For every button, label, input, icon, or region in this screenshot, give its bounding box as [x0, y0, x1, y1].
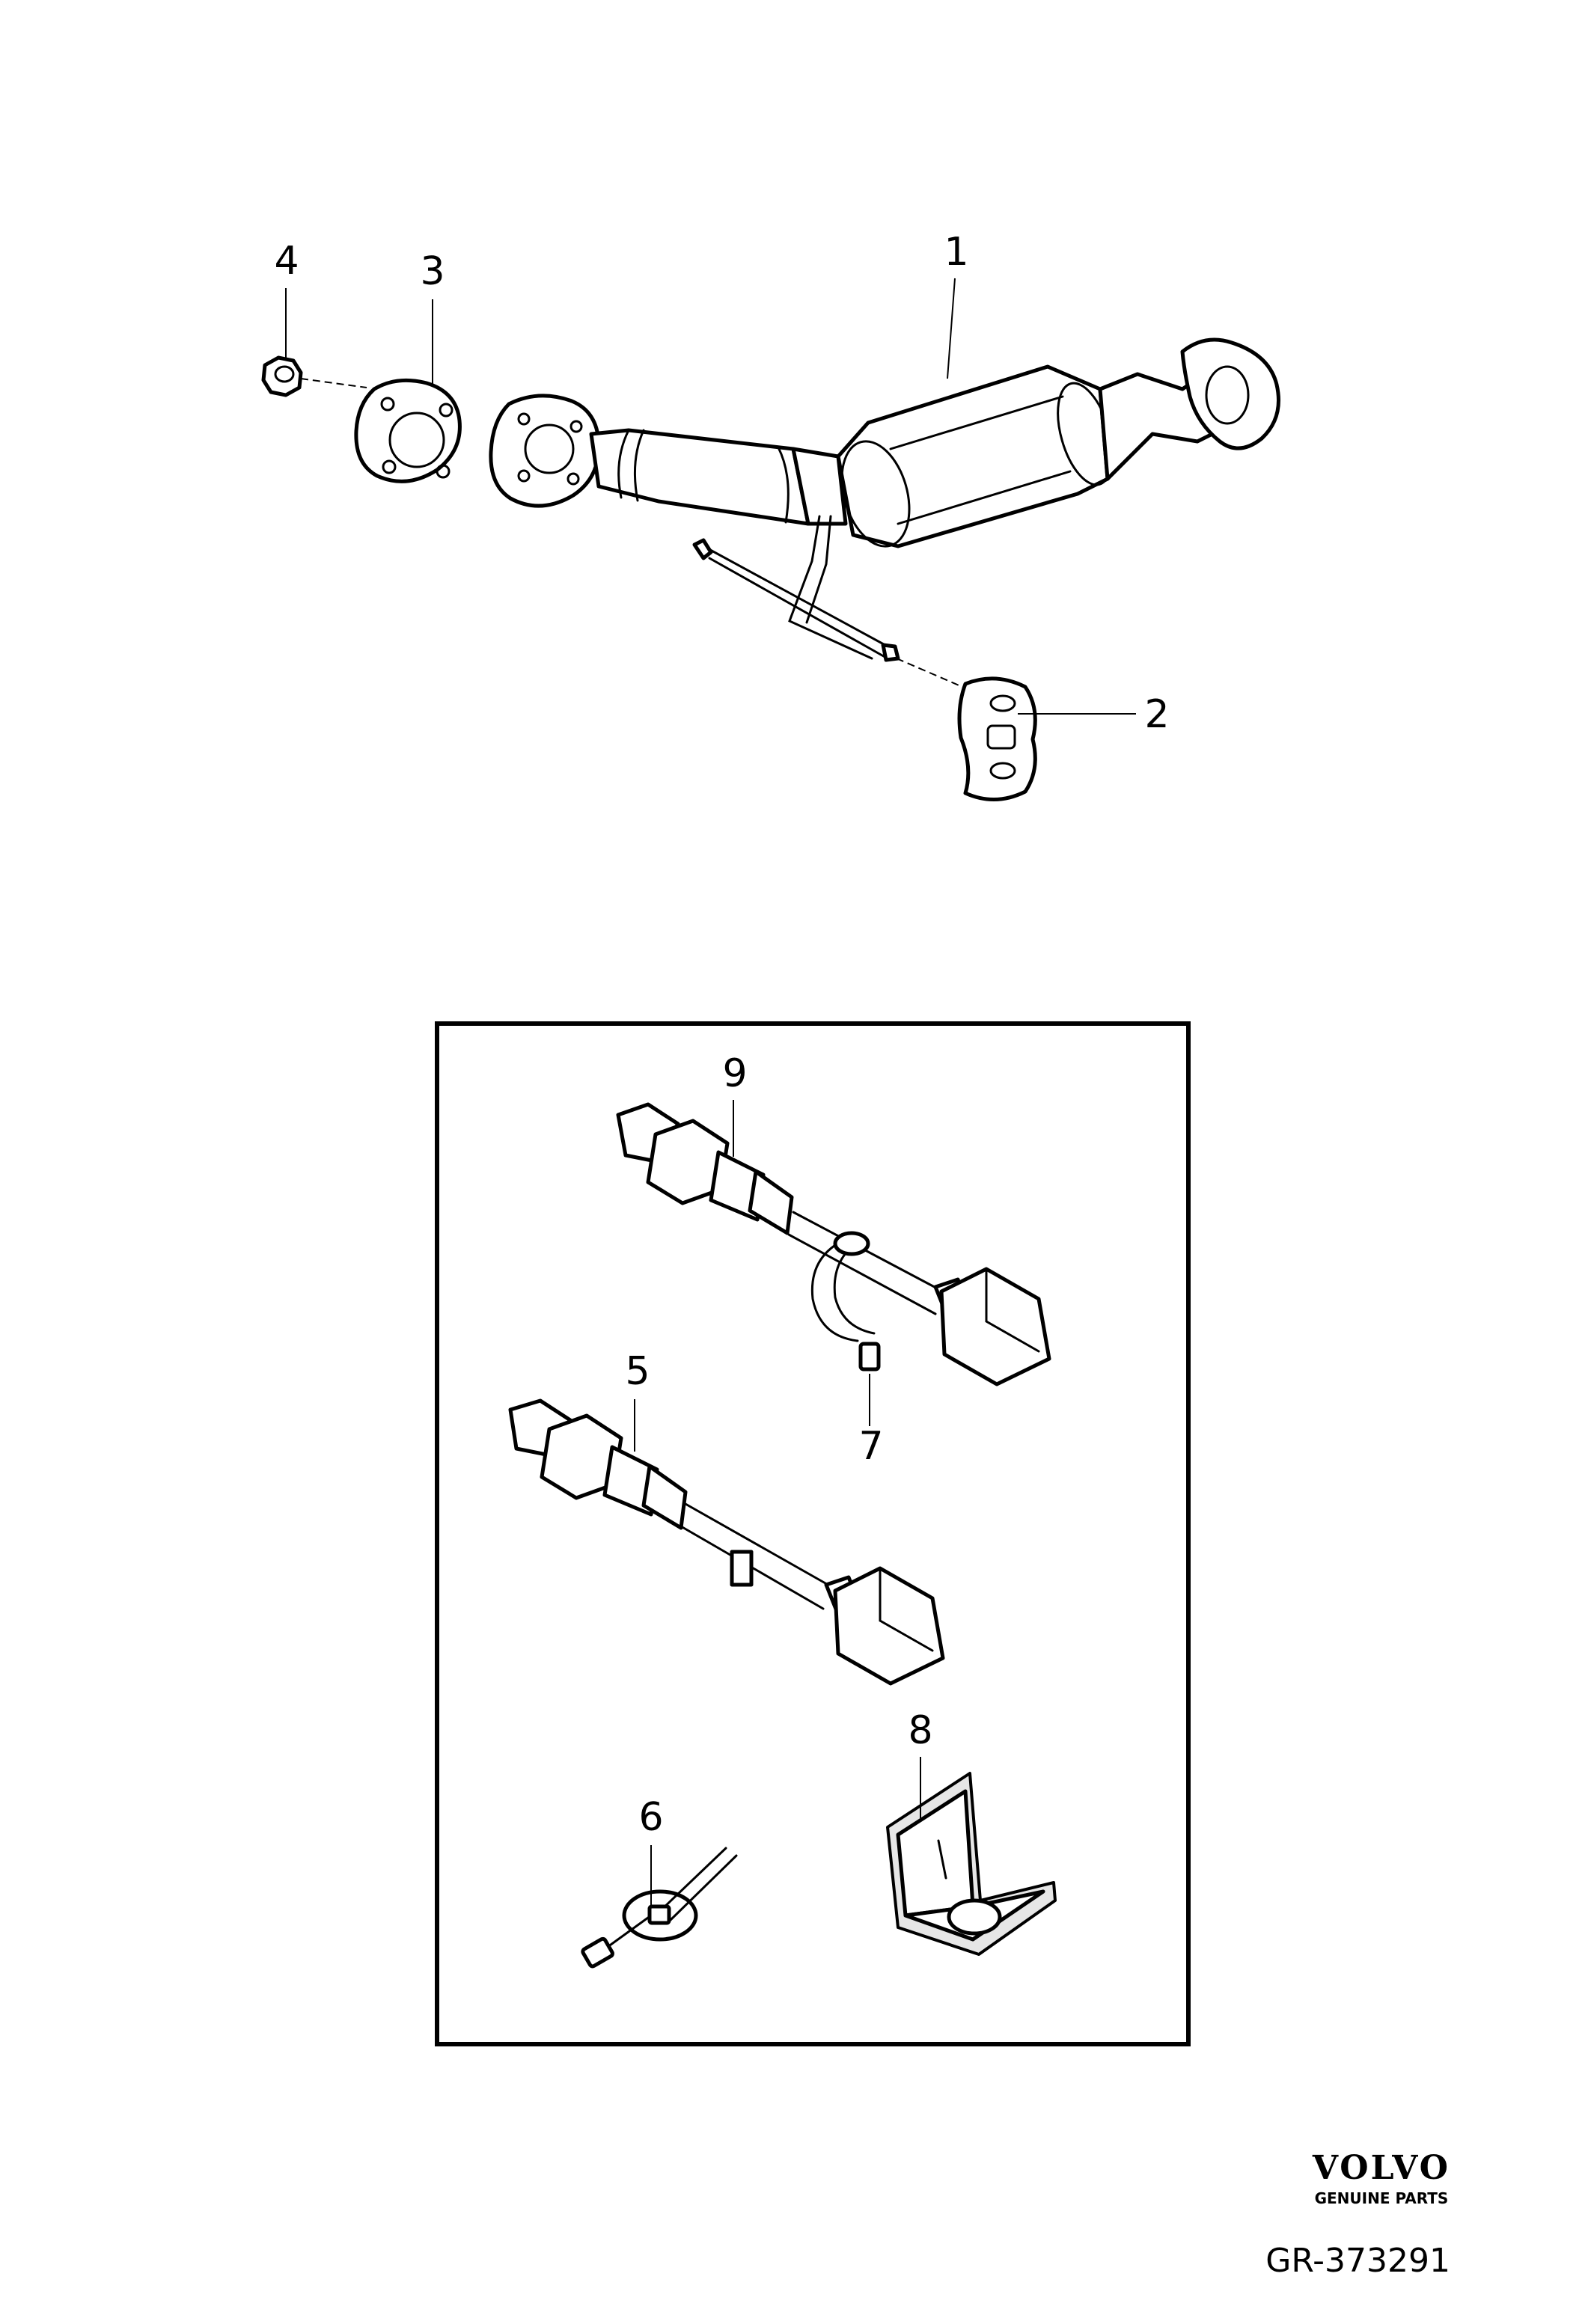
callout-1[interactable]: 1 [944, 230, 968, 275]
brand-name: VOLVO [1312, 2149, 1450, 2187]
part-8-heat-shield-bracket[interactable] [886, 1772, 1057, 1956]
leader-1 [947, 278, 956, 379]
drawing-number: GR-373291 [1265, 2242, 1450, 2280]
callout-4[interactable]: 4 [274, 239, 299, 284]
callout-7[interactable]: 7 [858, 1424, 883, 1469]
leader-2-axis [896, 658, 974, 692]
callout-3[interactable]: 3 [420, 249, 445, 294]
part-4-nut[interactable] [261, 355, 303, 397]
part-7-cable-clip[interactable] [810, 1231, 881, 1372]
brand-logo: VOLVO GENUINE PARTS [1312, 2149, 1450, 2208]
callout-8[interactable]: 8 [908, 1708, 932, 1753]
part-5-oxygen-sensor[interactable] [508, 1398, 945, 1686]
part-9-oxygen-sensor[interactable] [616, 1102, 1051, 1386]
part-3-gasket[interactable] [354, 378, 462, 483]
callout-2[interactable]: 2 [1144, 692, 1169, 737]
callout-5[interactable]: 5 [625, 1349, 650, 1394]
callout-9[interactable]: 9 [722, 1051, 747, 1096]
part-2-rubber-hanger[interactable] [957, 676, 1037, 801]
part-1-catalytic-converter-pipe[interactable] [489, 337, 1280, 662]
sensor-group-frame [435, 1021, 1191, 2046]
part-6-cable-tie[interactable] [581, 1847, 738, 1969]
brand-tagline: GENUINE PARTS [1314, 2189, 1449, 2207]
leader-4-axis [300, 378, 367, 388]
callout-6[interactable]: 6 [638, 1795, 663, 1840]
